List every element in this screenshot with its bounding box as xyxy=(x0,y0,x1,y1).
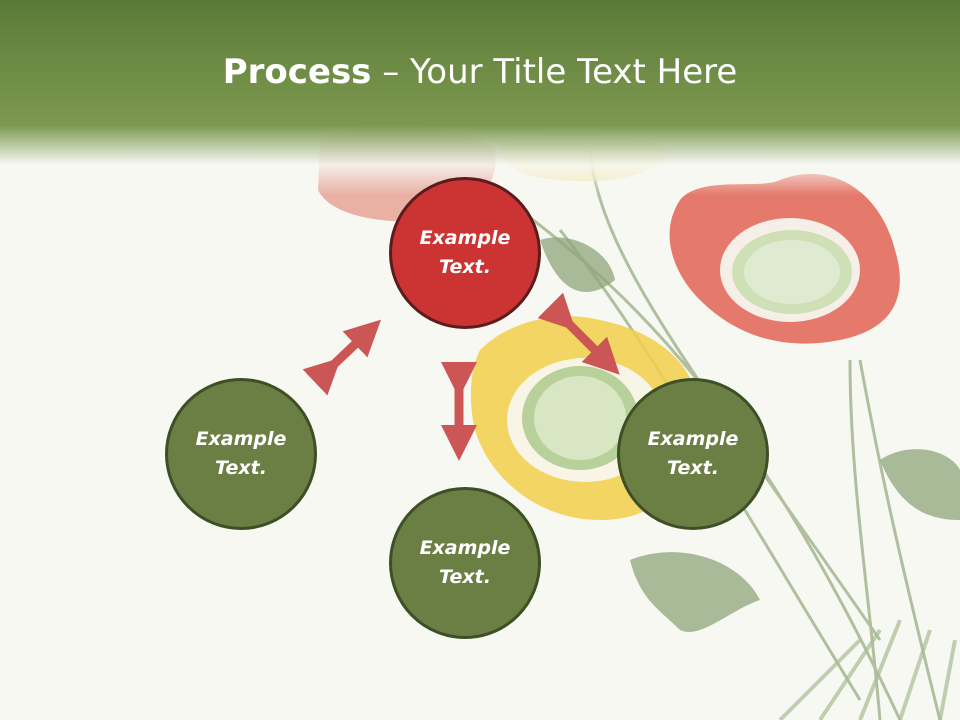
node-line1: Example xyxy=(647,428,739,450)
title-bold: Process xyxy=(222,52,372,92)
node-line2: Text. xyxy=(439,256,491,278)
double-arrow-icon xyxy=(537,292,620,375)
slide-title: Process – Your Title Text Here xyxy=(0,52,960,92)
title-rest: – Your Title Text Here xyxy=(371,52,738,92)
node-line2: Text. xyxy=(215,457,267,479)
node-line2: Text. xyxy=(439,566,491,588)
header-band xyxy=(0,0,960,195)
node-line1: Example xyxy=(419,227,511,249)
double-arrow-icon xyxy=(302,319,382,396)
node-line1: Example xyxy=(195,428,287,450)
node-line2: Text. xyxy=(667,457,719,479)
node-line1: Example xyxy=(419,537,511,559)
